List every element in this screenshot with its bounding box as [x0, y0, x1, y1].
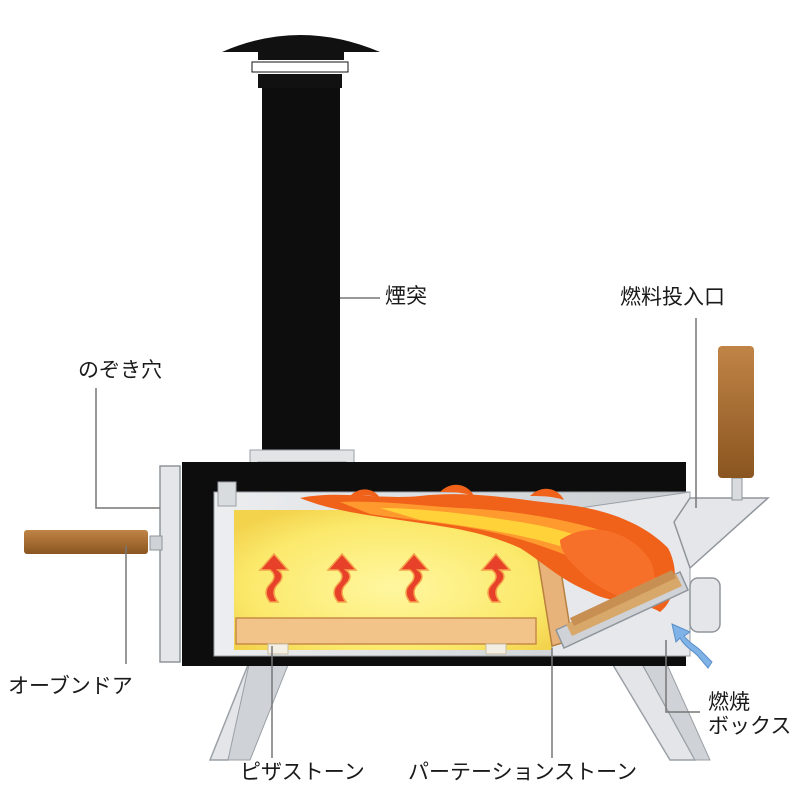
label-combustion-box-line2: ボックス: [708, 714, 792, 739]
leader-peephole: [95, 388, 160, 509]
legs: [208, 659, 711, 761]
label-peephole: のぞき穴: [78, 358, 162, 382]
chimney-pipe: [262, 88, 340, 456]
air-intake-arrow: [671, 623, 713, 669]
chimney-cap: [222, 35, 380, 52]
label-combustion-box-line1: 燃焼: [708, 690, 750, 714]
chimney: [222, 35, 380, 495]
side-knob: [689, 577, 721, 633]
oven-door: [24, 465, 181, 663]
label-combustion-box: 燃焼 ボックス: [708, 690, 791, 738]
label-chimney: 煙突: [385, 284, 427, 308]
fuel-tray: [555, 570, 689, 650]
label-oven-door: オーブンドア: [8, 674, 133, 698]
heat-arrows: [258, 552, 512, 603]
fuel-inlet-hopper: [673, 346, 770, 570]
leader-combustion-box: [665, 640, 700, 713]
label-fuel-inlet: 燃料投入口: [620, 285, 725, 309]
label-partition-stone: パーテーションストーン: [408, 760, 638, 784]
door-handle: [24, 530, 148, 554]
flames: [300, 484, 675, 612]
fuel-inlet-handle: [718, 346, 754, 478]
leader-lines: [95, 297, 700, 758]
pizza-stone-shape: [235, 617, 537, 655]
label-pizza-stone: ピザストーン: [240, 760, 365, 784]
